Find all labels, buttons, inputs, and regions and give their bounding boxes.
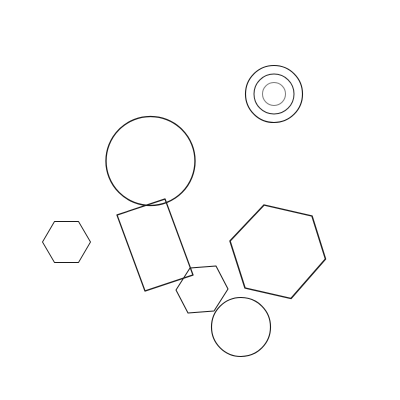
bottom-circle bbox=[210, 296, 272, 358]
small-hexagon-center bbox=[175, 265, 229, 314]
concentric-circles-group bbox=[244, 64, 304, 124]
large-circle bbox=[105, 115, 196, 207]
small-hexagon-left bbox=[42, 221, 91, 263]
concentric-ring-middle bbox=[253, 73, 295, 115]
large-hexagon-right bbox=[229, 204, 327, 300]
tilted-rectangle bbox=[116, 198, 194, 292]
concentric-ring-outer bbox=[244, 64, 304, 124]
concentric-ring-inner bbox=[262, 82, 286, 106]
